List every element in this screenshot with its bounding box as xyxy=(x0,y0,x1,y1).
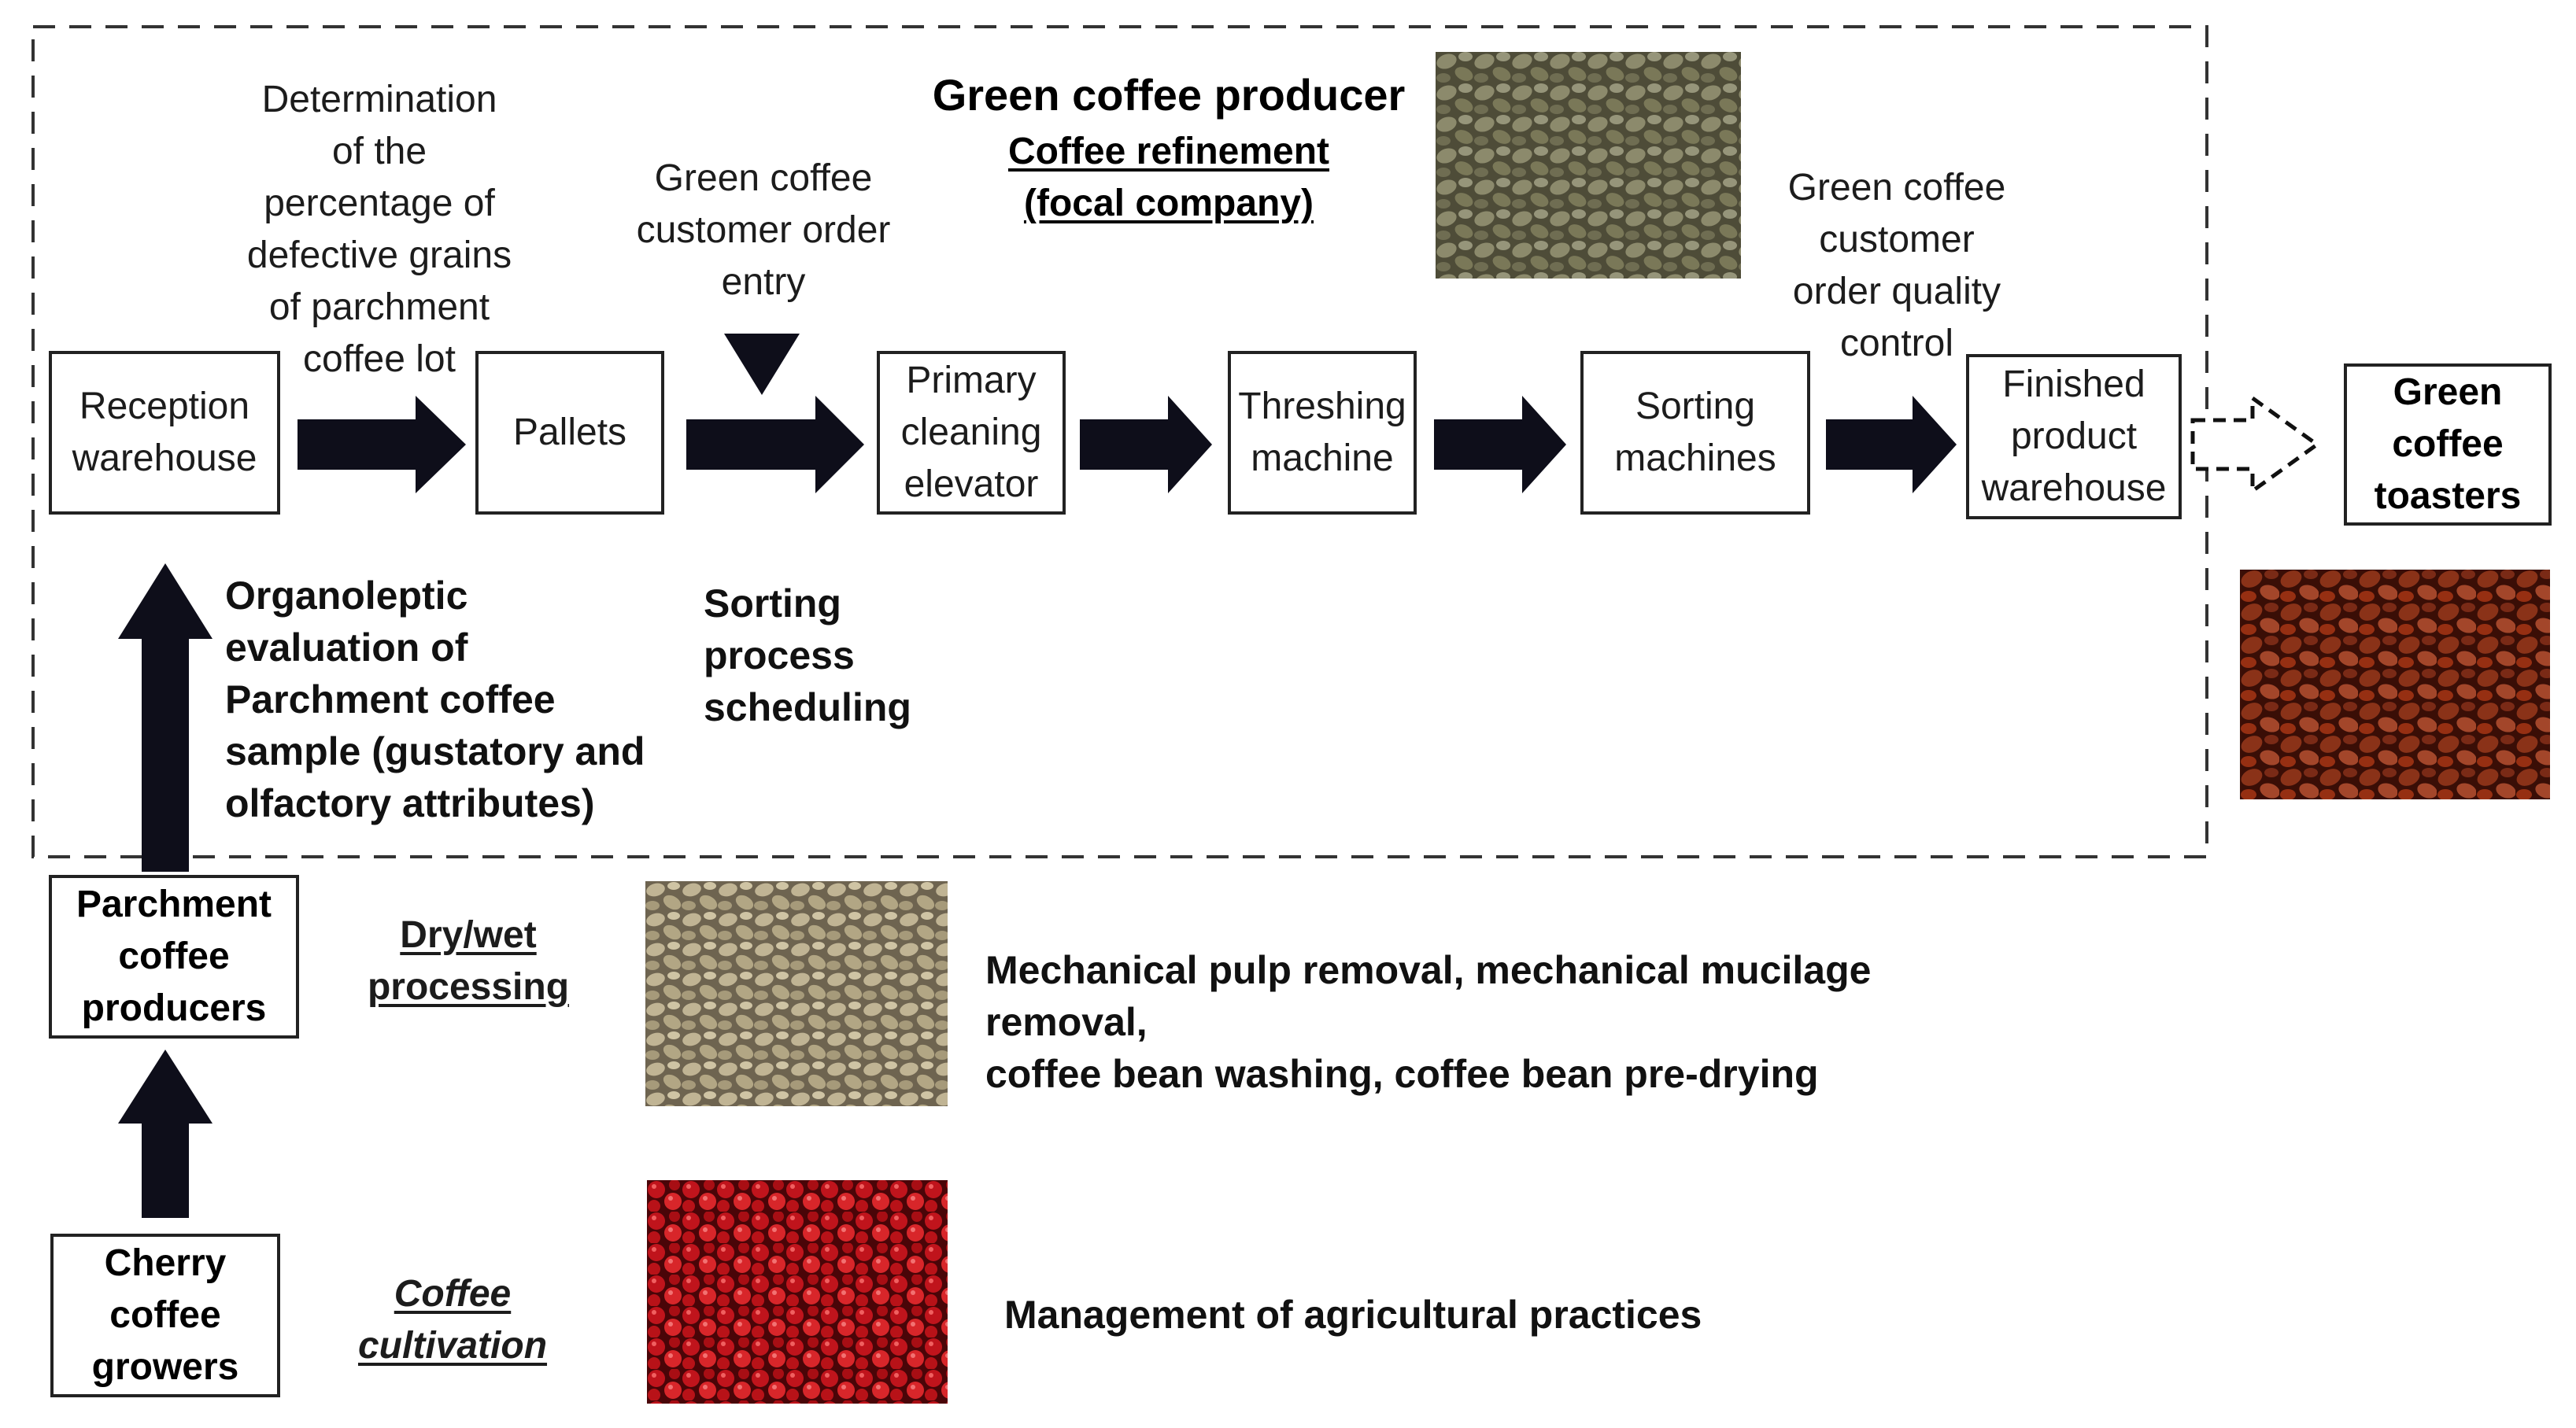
finished-product-warehouse-box: Finished product warehouse xyxy=(1966,354,2182,519)
defective-grains-annotation: Determination of the percentage of defec… xyxy=(246,79,512,380)
green-coffee-toasters-box: Green coffee toasters xyxy=(2344,363,2552,526)
producer-subtitle-line1: Coffee refinement xyxy=(1007,131,1330,172)
right-arrow-icon xyxy=(1434,396,1566,493)
down-triangle-icon xyxy=(724,334,800,395)
coffee-cultivation-label: Coffee cultivation xyxy=(357,1273,548,1367)
sorting-machines-box: Sorting machines xyxy=(1580,351,1810,515)
quality-control-annotation: Green coffee customer order quality cont… xyxy=(1787,167,2006,364)
cherry-coffee-growers-box: Cherry coffee growers xyxy=(50,1234,280,1397)
right-arrow-icon xyxy=(1080,396,1212,493)
producer-title: Green coffee producer xyxy=(932,70,1406,120)
mechanical-processing-description: Mechanical pulp removal, mechanical muci… xyxy=(985,948,1872,1096)
right-arrow-icon xyxy=(1826,396,1957,493)
agricultural-practices-description: Management of agricultural practices xyxy=(1004,1293,1702,1337)
up-arrow-icon xyxy=(118,563,213,872)
threshing-machine-box: Threshing machine xyxy=(1228,351,1417,515)
right-arrow-icon xyxy=(298,396,466,493)
up-arrow-icon xyxy=(118,1050,213,1218)
dry-wet-processing-label: Dry/wet processing xyxy=(367,914,570,1008)
organoleptic-annotation: Organoleptic evaluation of Parchment cof… xyxy=(225,574,645,825)
parchment-coffee-producers-box: Parchment coffee producers xyxy=(49,875,299,1039)
pallets-box: Pallets xyxy=(475,351,664,515)
producer-subtitle-line2: (focal company) xyxy=(1023,183,1314,224)
right-arrow-icon xyxy=(686,396,864,493)
scheduling-annotation: Sorting process scheduling xyxy=(704,581,911,729)
dashed-right-arrow-icon xyxy=(2190,394,2321,495)
parchment-coffee-beans-photo xyxy=(645,881,948,1106)
coffee-cherries-photo xyxy=(647,1180,948,1404)
order-entry-annotation: Green coffee customer order entry xyxy=(636,157,891,303)
reception-warehouse-box: Reception warehouse xyxy=(49,351,280,515)
roasted-coffee-beans-photo xyxy=(2240,570,2550,799)
green-coffee-beans-photo xyxy=(1436,52,1741,279)
primary-cleaning-elevator-box: Primary cleaning elevator xyxy=(877,351,1066,515)
